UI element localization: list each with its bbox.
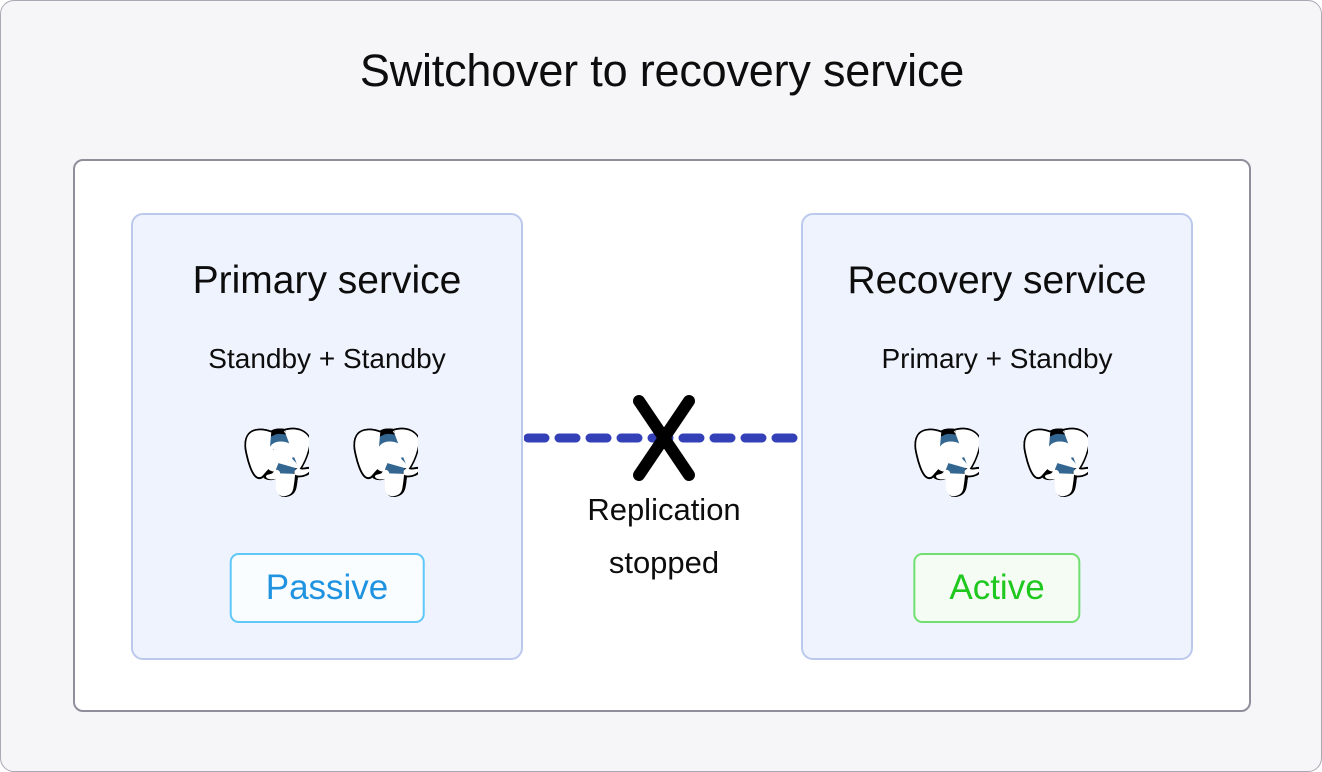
- replication-connector: [524, 395, 804, 481]
- service-panel-recovery: Recovery service Primary + Standby: [801, 213, 1193, 660]
- postgresql-elephant-icon: [352, 427, 418, 498]
- panel-title-recovery: Recovery service: [847, 259, 1147, 302]
- panel-subtitle-primary: Standby + Standby: [208, 343, 446, 374]
- node-row-recovery: [803, 427, 1191, 503]
- postgresql-elephant-icon: [1022, 427, 1088, 498]
- service-panel-primary: Primary service Standby + Standby: [131, 213, 523, 660]
- status-badge-active: Active: [913, 553, 1081, 623]
- cross-mark-icon: [633, 395, 695, 481]
- panel-subtitle-recovery: Primary + Standby: [881, 343, 1113, 374]
- page-title: Switchover to recovery service: [359, 45, 965, 96]
- node-row-primary: [133, 427, 521, 503]
- postgresql-elephant-icon: [243, 427, 309, 498]
- panel-title-primary: Primary service: [192, 259, 462, 302]
- status-badge-passive: Passive: [229, 553, 425, 623]
- replication-status-label: Replication stopped: [524, 483, 804, 589]
- postgresql-elephant-icon: [913, 427, 979, 498]
- replication-label-line-1: Replication: [587, 492, 741, 527]
- replication-label-line-2: stopped: [608, 545, 720, 580]
